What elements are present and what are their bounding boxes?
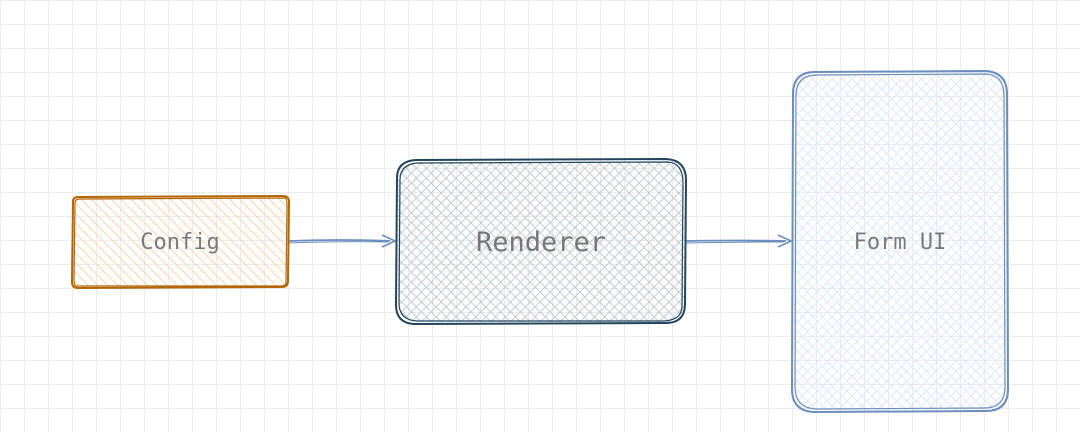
node-renderer[interactable] bbox=[394, 157, 688, 326]
arrowhead-icon bbox=[777, 234, 792, 248]
node-form-ui[interactable] bbox=[790, 69, 1010, 414]
arrowhead-icon bbox=[381, 234, 396, 248]
node-config[interactable] bbox=[70, 194, 291, 290]
edge-renderer-to-form-ui bbox=[685, 234, 792, 248]
edge-config-to-renderer bbox=[288, 234, 396, 248]
